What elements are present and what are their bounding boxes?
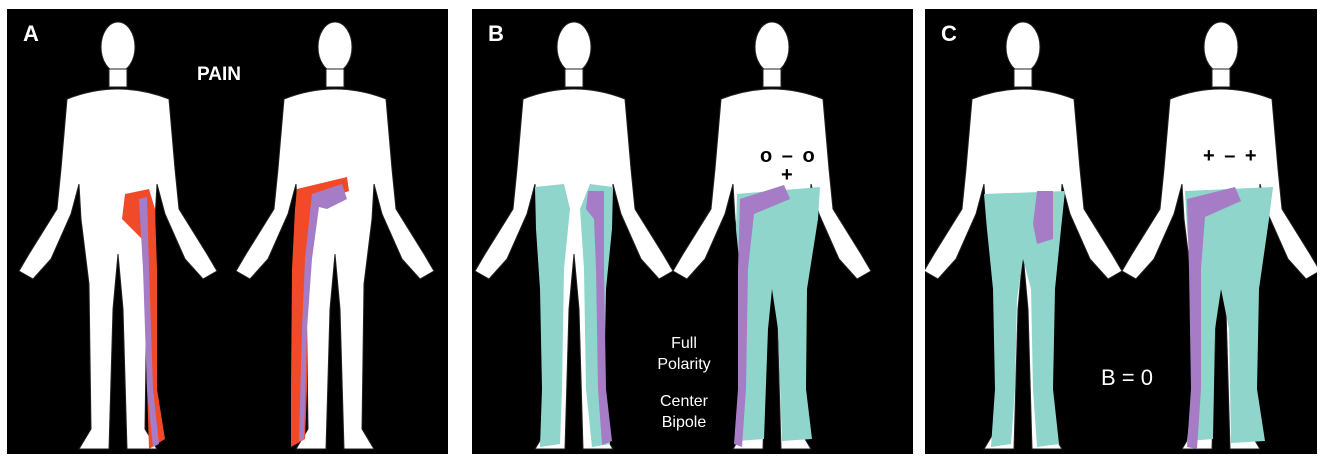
caption-center-bipole: Center Bipole <box>644 391 724 433</box>
caption-line: Bipole <box>644 412 724 433</box>
caption-line: Center <box>644 391 724 412</box>
caption-full-polarity: Full Polarity <box>644 333 724 375</box>
body-figures <box>472 9 913 454</box>
caption-line: Full <box>644 333 724 354</box>
panel-a: A PAIN <box>7 9 448 454</box>
front-figure <box>475 22 673 449</box>
caption-b-zero: B = 0 <box>1101 367 1153 388</box>
electrode-configuration-top: + – + <box>1203 145 1259 168</box>
panel-letter: A <box>23 21 39 47</box>
caption-line: Polarity <box>644 354 724 375</box>
pain-label: PAIN <box>197 64 241 85</box>
electrode-configuration-bottom: + <box>781 164 795 187</box>
panel-letter: C <box>941 21 957 47</box>
panel-letter: B <box>488 21 504 47</box>
panel-c: C + – + B = 0 <box>925 9 1317 454</box>
back-figure <box>236 22 434 449</box>
front-figure <box>19 22 217 449</box>
panel-b: B o – o + Full Polarity Center Bipole <box>472 9 913 454</box>
